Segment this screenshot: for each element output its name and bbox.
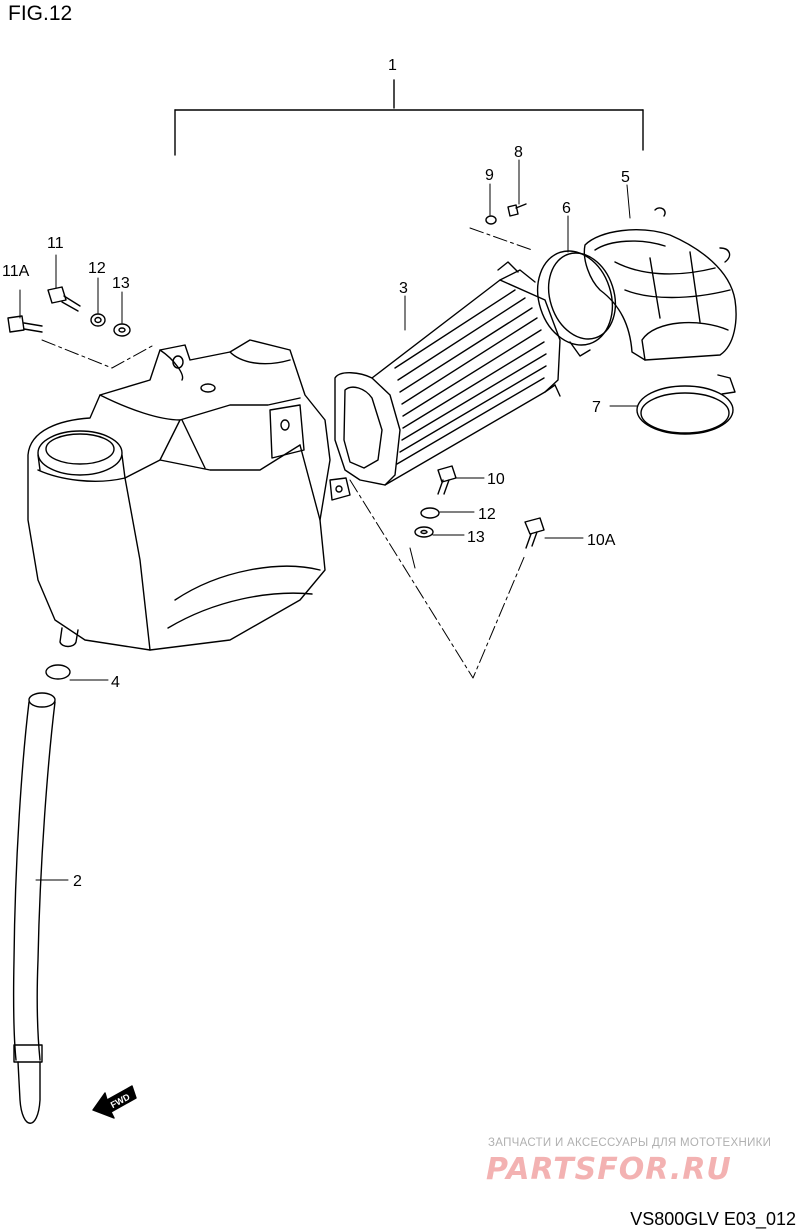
callout-3: 3 xyxy=(399,280,408,297)
callout-2: 2 xyxy=(73,873,82,890)
drain-hose xyxy=(12,692,56,1124)
hose-clamp xyxy=(636,374,736,435)
watermark-logo: PARTSFOR.RU xyxy=(486,1152,732,1187)
callout-labels: 1 2 3 4 5 6 7 8 9 10 10A 11 11A 12 12 13… xyxy=(2,57,630,890)
leader-lines xyxy=(19,159,639,881)
seal-ring xyxy=(536,250,617,357)
callout-7: 7 xyxy=(592,399,601,416)
callout-10: 10 xyxy=(487,471,505,488)
callout-9: 9 xyxy=(485,167,494,184)
air-cleaner-element xyxy=(334,261,561,486)
callout-11a: 11A xyxy=(2,263,30,280)
fwd-arrow-icon: FWD xyxy=(92,1085,137,1119)
callout-4: 4 xyxy=(111,674,120,691)
watermark-tagline: ЗАПЧАСТИ И АКСЕССУАРЫ ДЛЯ МОТОТЕХНИКИ xyxy=(488,1137,772,1149)
callout-8: 8 xyxy=(514,144,523,161)
callout-6: 6 xyxy=(562,200,571,217)
callout-13-lower: 13 xyxy=(467,529,485,546)
small-parts xyxy=(7,203,545,680)
callout-12-lower: 12 xyxy=(478,506,496,523)
callout-10a: 10A xyxy=(587,532,616,549)
figure-title: FIG.12 xyxy=(8,2,73,25)
assembly-bracket xyxy=(174,79,644,156)
diagram-code: VS800GLV E03_012 xyxy=(630,1209,796,1229)
intake-duct xyxy=(583,207,737,361)
callout-11: 11 xyxy=(47,235,64,252)
air-cleaner-box xyxy=(27,339,351,651)
callout-12-upper: 12 xyxy=(88,260,106,277)
callout-13-upper: 13 xyxy=(112,275,130,292)
callout-5: 5 xyxy=(621,169,630,186)
callout-1: 1 xyxy=(388,57,397,74)
